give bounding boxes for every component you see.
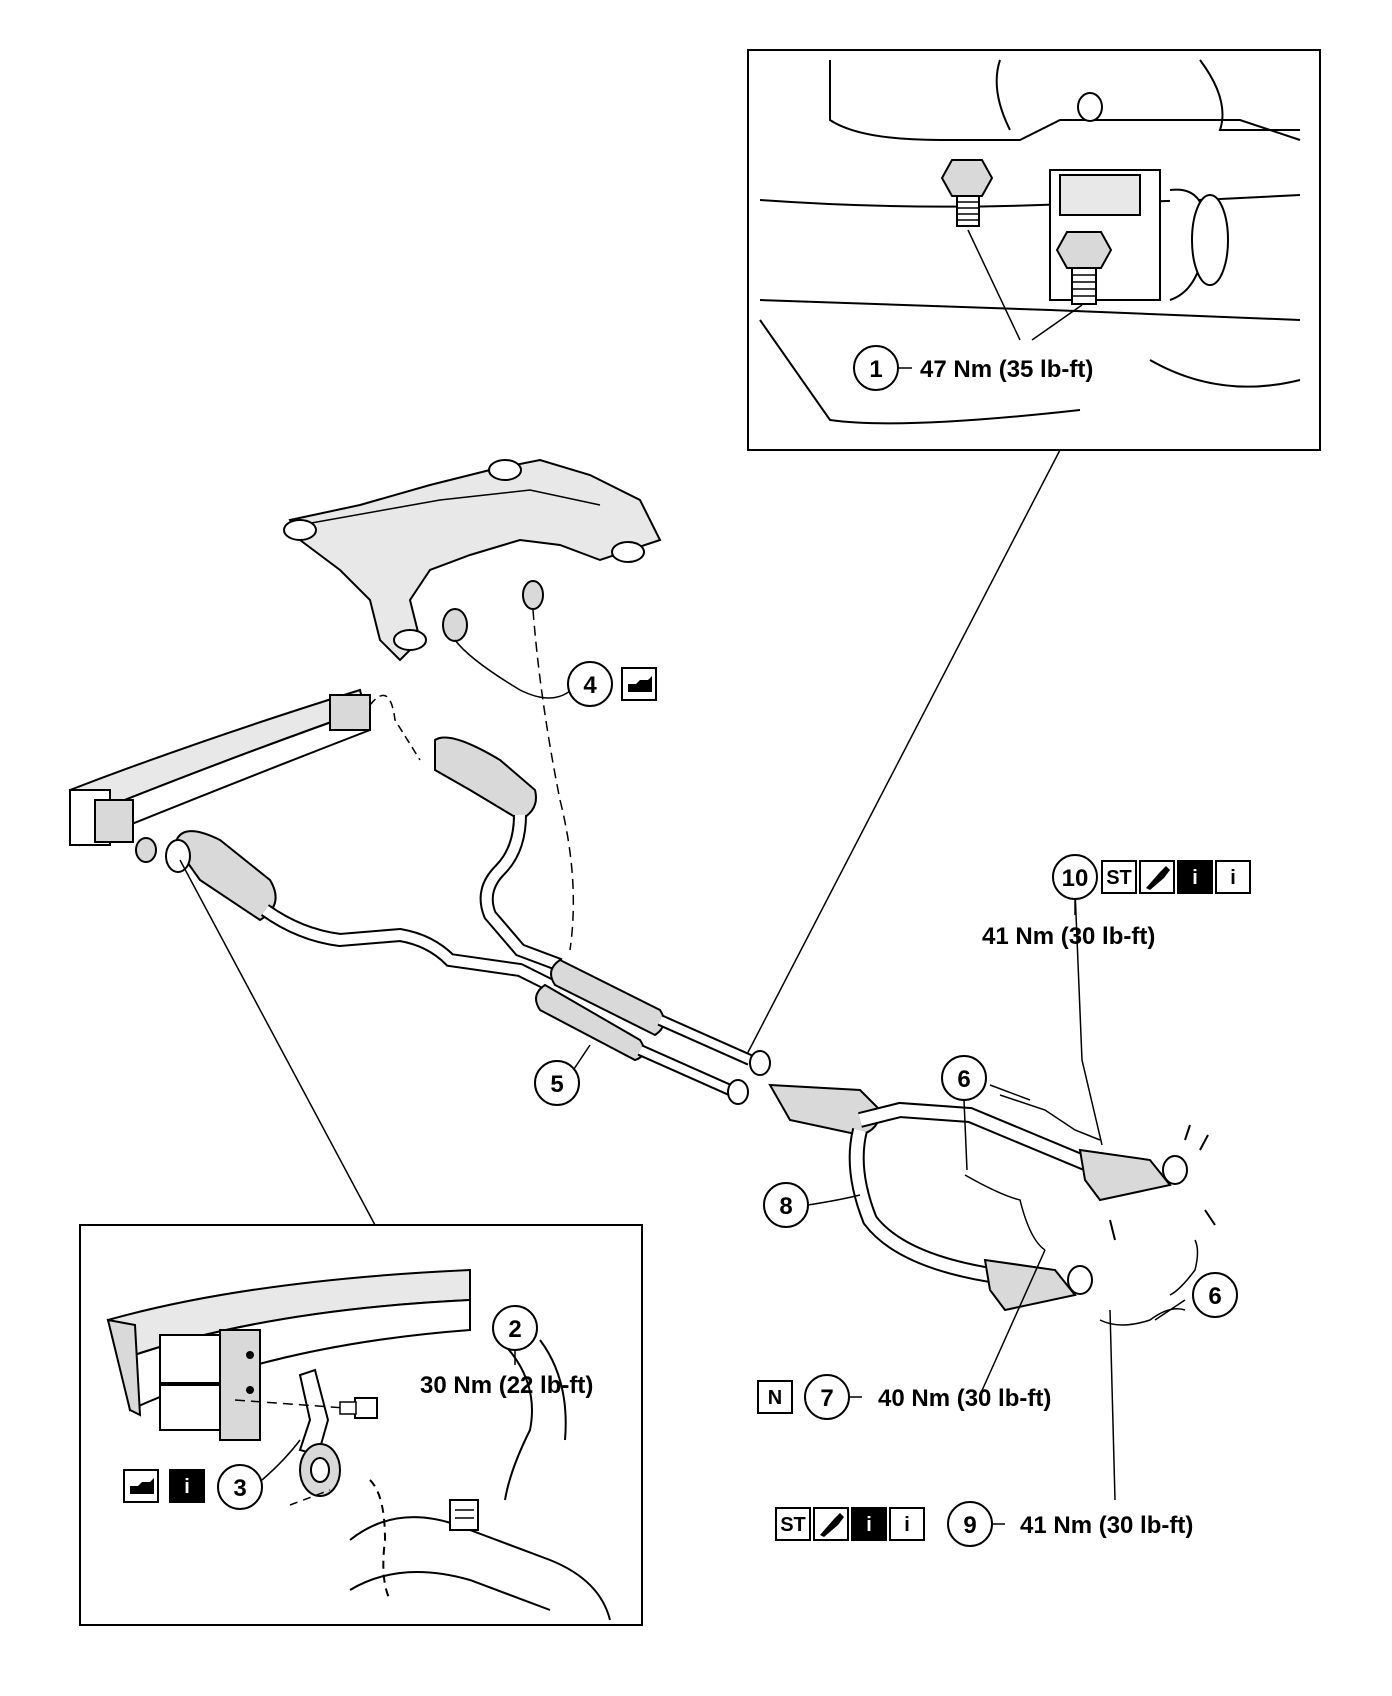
svg-text:ST: ST bbox=[780, 1514, 806, 1536]
callout-7-number: 7 bbox=[820, 1385, 833, 1412]
callout-10-torque: 41 Nm (30 lb-ft) bbox=[982, 923, 1155, 950]
svg-text:ST: ST bbox=[1106, 867, 1132, 889]
svg-text:i: i bbox=[184, 1476, 190, 1498]
special-tool-wrench-icon bbox=[1139, 860, 1175, 894]
svg-text:i: i bbox=[904, 1514, 910, 1536]
resonator-assembly: 5 bbox=[534, 958, 771, 1106]
callout-10-group: 10 ST i i 41 Nm (30 lb-ft) bbox=[982, 854, 1251, 950]
callout-2-number: 2 bbox=[508, 1316, 521, 1343]
callout-1-circle bbox=[853, 345, 899, 391]
callout-9-circle bbox=[947, 1501, 993, 1547]
callout-4-number: 4 bbox=[583, 672, 597, 699]
svg-text:i: i bbox=[1230, 867, 1236, 889]
svg-text:i: i bbox=[866, 1514, 872, 1536]
callout-9-group: ST i i 9 41 Nm (30 lb-ft) bbox=[775, 1501, 1193, 1547]
callout-2-torque: 30 Nm (22 lb-ft) bbox=[420, 1372, 593, 1399]
svg-text:i: i bbox=[1192, 867, 1198, 889]
detail-inset-hanger: 2 30 Nm (22 lb-ft) i 3 bbox=[79, 1224, 643, 1626]
callout-6a-number: 6 bbox=[957, 1066, 970, 1093]
rear-subframe: 4 bbox=[283, 458, 662, 951]
lubricant-oil-can-icon bbox=[621, 667, 657, 701]
callout-9-torque: 41 Nm (30 lb-ft) bbox=[1020, 1512, 1193, 1539]
callout-10-circle bbox=[1052, 854, 1098, 900]
rear-bumper-and-mufflers bbox=[68, 688, 564, 1226]
detail-inset-clamp: 1 47 Nm (35 lb-ft) bbox=[743, 49, 1321, 1061]
callout-3-circle bbox=[217, 1464, 263, 1510]
svg-text:N: N bbox=[768, 1387, 782, 1409]
callout-6a-circle bbox=[941, 1055, 987, 1101]
information-outline-icon: i bbox=[1215, 860, 1251, 894]
information-icon: i bbox=[851, 1507, 887, 1541]
callout-8-circle bbox=[763, 1182, 809, 1228]
callout-3-number: 3 bbox=[233, 1475, 246, 1502]
callout-1-number: 1 bbox=[869, 356, 882, 383]
special-tool-st-badge: ST bbox=[775, 1507, 811, 1541]
callout-4-circle bbox=[567, 661, 613, 707]
callout-5-number: 5 bbox=[550, 1071, 563, 1098]
callout-5-circle bbox=[534, 1060, 580, 1106]
information-icon: i bbox=[1177, 860, 1213, 894]
new-part-n-badge: N bbox=[757, 1380, 793, 1414]
callout-2-circle bbox=[492, 1305, 538, 1351]
callout-10-number: 10 bbox=[1062, 865, 1089, 892]
callout-1-torque: 47 Nm (35 lb-ft) bbox=[920, 356, 1093, 383]
callout-7-circle bbox=[804, 1374, 850, 1420]
information-icon: i bbox=[169, 1469, 205, 1503]
y-pipe-catalytic-converters: 6 6 8 bbox=[763, 889, 1238, 1501]
information-outline-icon: i bbox=[889, 1507, 925, 1541]
callout-8-number: 8 bbox=[779, 1193, 792, 1220]
callout-7-torque: 40 Nm (30 lb-ft) bbox=[878, 1385, 1051, 1412]
lubricant-oil-can-icon bbox=[123, 1469, 159, 1503]
special-tool-wrench-icon bbox=[813, 1507, 849, 1541]
callout-7-group: N 7 40 Nm (30 lb-ft) bbox=[757, 1374, 1051, 1420]
callout-6b-number: 6 bbox=[1208, 1283, 1221, 1310]
callout-6b-circle bbox=[1192, 1272, 1238, 1318]
special-tool-st-badge: ST bbox=[1101, 860, 1137, 894]
callout-9-number: 9 bbox=[963, 1512, 976, 1539]
